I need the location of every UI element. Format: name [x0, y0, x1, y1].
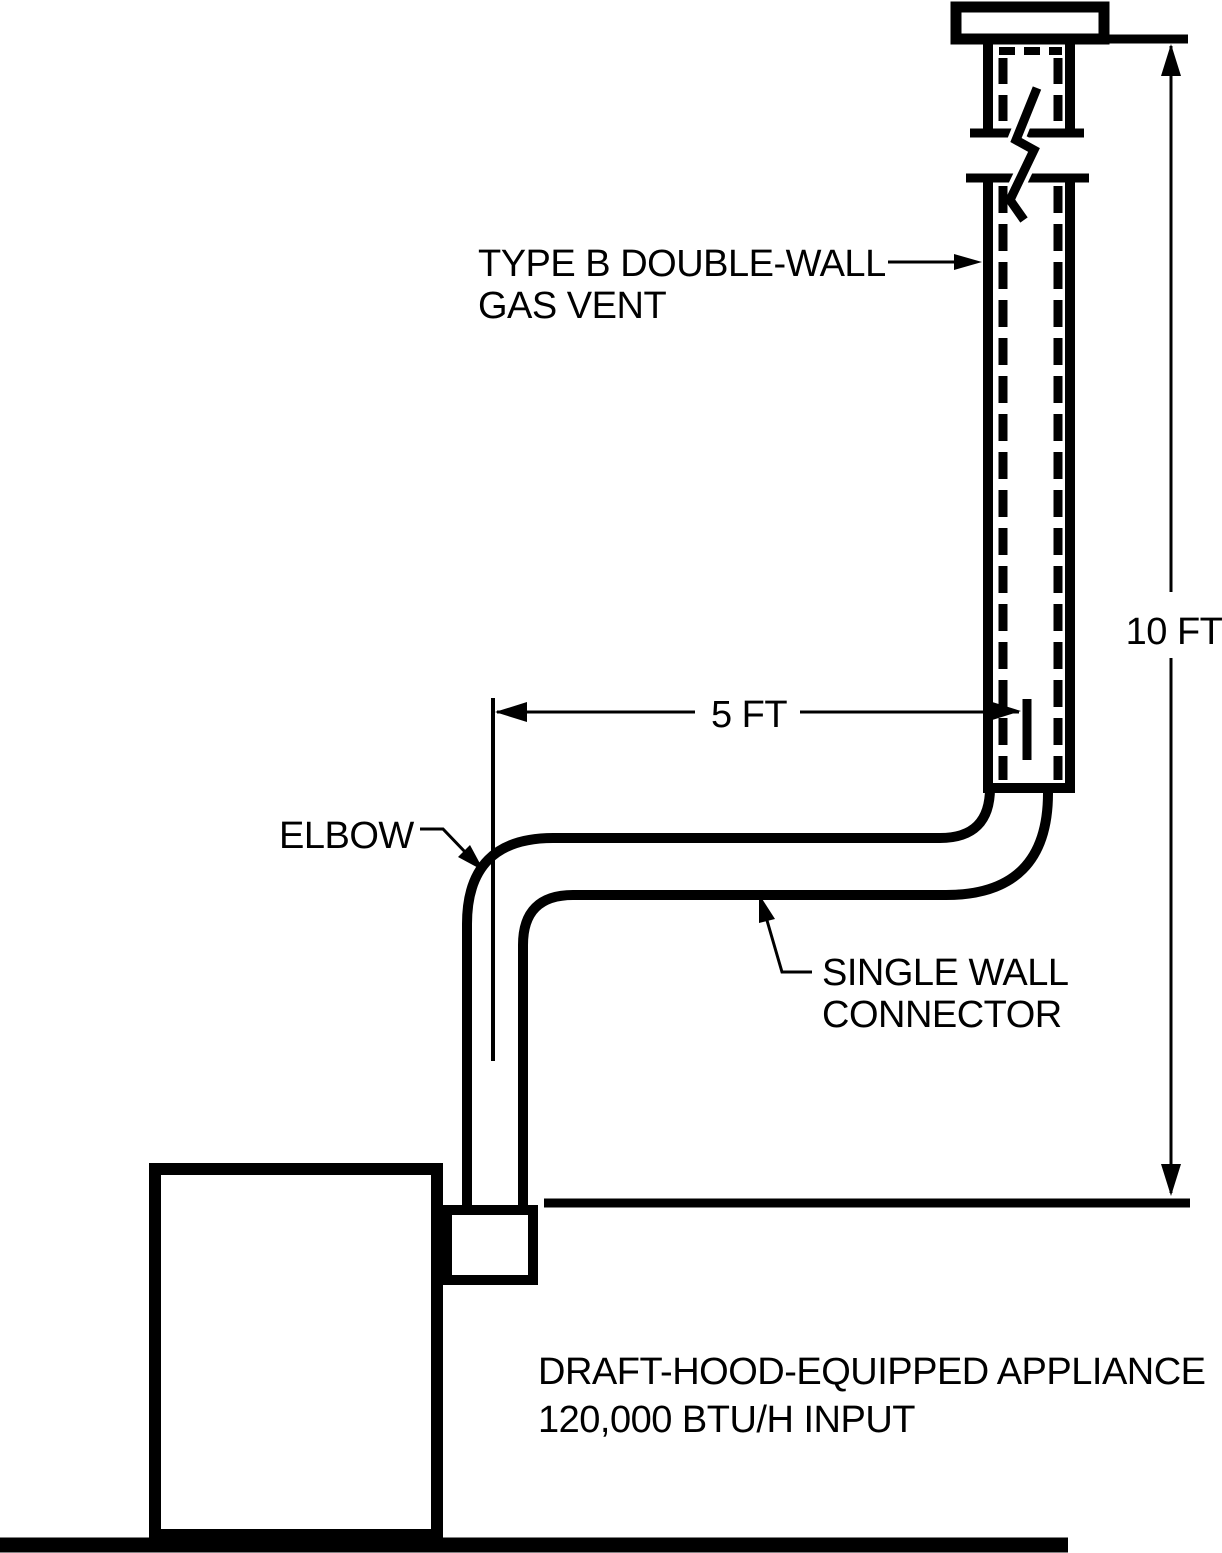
- connector-outer-line: [462, 787, 995, 1212]
- vent-cap: [950, 1, 1110, 45]
- offset-dimension-label: 5 FT: [711, 694, 787, 736]
- height-dimension-arrow-up: [1161, 44, 1181, 76]
- height-dimension-label: 10 FT: [1126, 611, 1222, 653]
- appliance-label-line2: 120,000 BTU/H INPUT: [538, 1399, 915, 1441]
- offset-dimension-arrow-right: [989, 701, 1021, 721]
- elbow-leader-arrow: [458, 845, 484, 871]
- vent-label-line2: GAS VENT: [478, 285, 666, 327]
- connector-label-line1: SINGLE WALL: [822, 952, 1069, 994]
- connector-leader-line: [764, 916, 812, 974]
- vent-label-line1: TYPE B DOUBLE-WALL: [478, 243, 886, 285]
- elbow-leader-line: [420, 827, 469, 856]
- appliance-label-line1: DRAFT-HOOD-EQUIPPED APPLIANCE: [538, 1351, 1206, 1393]
- height-dimension-arrow-down: [1161, 1164, 1181, 1196]
- offset-dimension-arrow-left: [495, 702, 527, 722]
- appliance-box: [149, 1163, 443, 1541]
- connector-inner-line: [518, 792, 1053, 1212]
- connector-leader-arrow: [759, 894, 775, 923]
- draft-hood: [442, 1205, 538, 1285]
- break-bolt-icon: [1004, 86, 1042, 223]
- connector-label-line2: CONNECTOR: [822, 994, 1062, 1036]
- elbow-label: ELBOW: [279, 815, 414, 857]
- vent-label-leader-arrow: [954, 254, 982, 270]
